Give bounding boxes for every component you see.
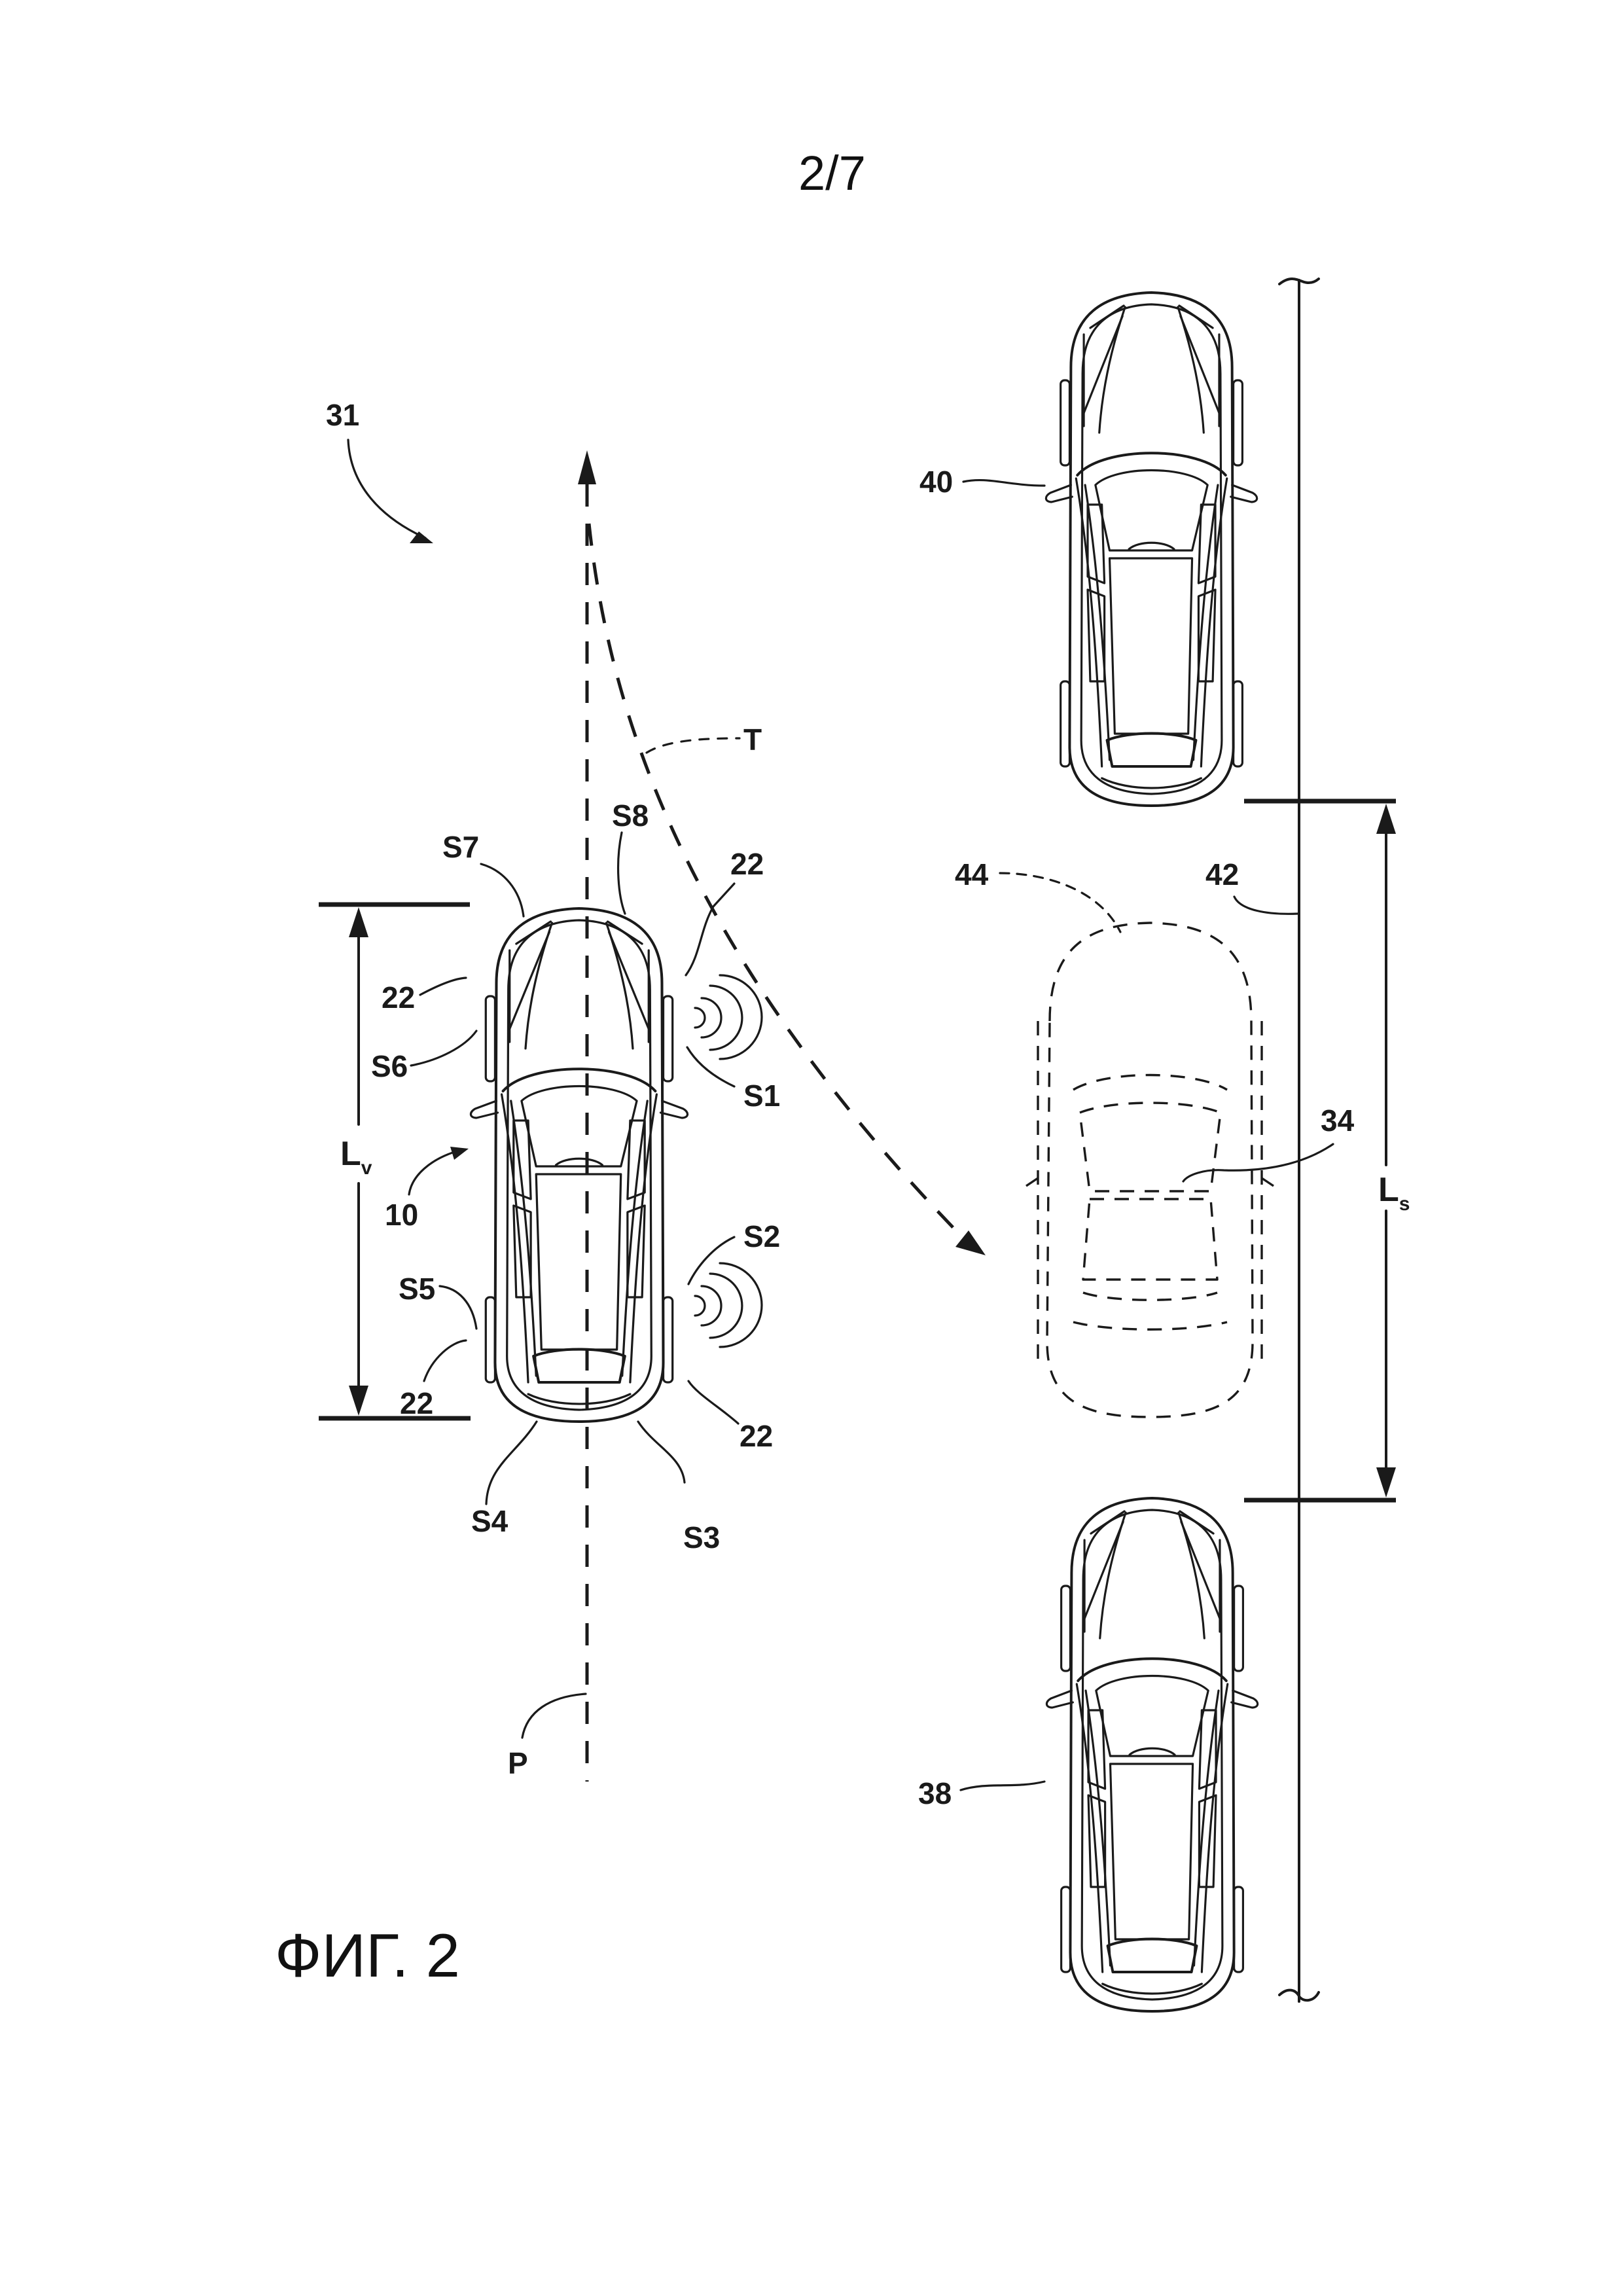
sensor-label-s2: S2: [743, 1219, 780, 1253]
vehicle-label-38: 38: [918, 1776, 952, 1810]
curb-top-break-icon: [1278, 278, 1320, 285]
sensor-s8-leader: [616, 831, 626, 915]
path-p-leader: [521, 1693, 587, 1739]
vehicle-length-symbol: L: [340, 1135, 361, 1173]
vehicle-label-10: 10: [385, 1198, 418, 1232]
mirror-22-rear-right-leader: [687, 1380, 740, 1425]
target-position-label-44: 44: [955, 857, 989, 891]
ls-arrowhead-up-icon: [1376, 804, 1396, 834]
vehicle-label-40: 40: [919, 465, 953, 499]
sensor-label-s7: S7: [442, 830, 479, 864]
vehicle-38-leader: [959, 1780, 1046, 1791]
mirror-label-22-front-right: 22: [730, 847, 764, 881]
mirror-22-front-right-leader: [685, 882, 736, 977]
target-position-44: [1026, 922, 1274, 1418]
sensor-label-s3: S3: [683, 1520, 720, 1554]
curb-label-42: 42: [1205, 857, 1239, 891]
path-label-p: P: [508, 1746, 528, 1780]
lv-arrowhead-up-icon: [349, 907, 368, 937]
vehicle-length-label: Lv: [340, 1135, 372, 1179]
trajectory-t-leader: [645, 737, 741, 754]
ls-arrowhead-down-icon: [1376, 1467, 1396, 1498]
sensor-waves-s2-icon: [694, 1262, 763, 1348]
parking-space-label-34: 34: [1321, 1103, 1355, 1138]
space-length-symbol: L: [1378, 1171, 1399, 1209]
vehicle-38: [1045, 1497, 1259, 2013]
sensor-label-s8: S8: [612, 798, 649, 833]
sensor-label-s6: S6: [371, 1049, 408, 1083]
space-length-subscript: s: [1399, 1193, 1410, 1215]
sensor-s1-leader: [686, 1046, 736, 1088]
figure-caption: ФИГ. 2: [275, 1921, 460, 1990]
sensor-waves-s1-icon: [694, 974, 763, 1060]
vehicle-40-leader: [962, 478, 1046, 487]
sensor-label-s5: S5: [399, 1272, 435, 1306]
sensor-s5-leader: [438, 1285, 478, 1330]
curb-42-leader: [1233, 895, 1299, 915]
sensor-s2-leader: [687, 1236, 736, 1285]
sensor-label-s4: S4: [471, 1504, 508, 1538]
lv-arrowhead-down-icon: [349, 1386, 368, 1416]
vehicle-40: [1044, 291, 1258, 807]
parking-space-34-leader: [1182, 1143, 1334, 1183]
target-position-44-leader: [999, 872, 1122, 933]
space-length-label: Ls: [1378, 1171, 1410, 1215]
sensor-s7-leader: [480, 863, 525, 918]
ref-31-leader: [347, 439, 427, 539]
sheet-number: 2/7: [798, 146, 866, 200]
vehicle-10: [471, 908, 687, 1422]
trajectory-t-curve: [587, 523, 970, 1245]
sensor-s3-leader: [637, 1420, 686, 1484]
vehicle-length-subscript: v: [361, 1157, 372, 1179]
mirror-label-22-rear-left: 22: [400, 1386, 433, 1420]
sensor-label-s1: S1: [743, 1079, 780, 1113]
vehicle-10-arrowhead-icon: [450, 1147, 469, 1160]
ref-31-arrowhead-icon: [410, 531, 433, 543]
path-arrowhead-icon: [578, 450, 596, 484]
mirror-label-22-front-left: 22: [382, 980, 415, 1014]
sensor-s6-leader: [410, 1030, 478, 1067]
ref-label-31: 31: [326, 398, 359, 432]
trajectory-label-t: T: [743, 723, 762, 757]
mirror-label-22-rear-right: 22: [740, 1419, 773, 1453]
mirror-22-rear-left-leader: [423, 1339, 467, 1382]
mirror-22-front-left-leader: [419, 977, 467, 996]
trajectory-arrowhead-icon: [955, 1230, 986, 1255]
sensor-s4-leader: [485, 1420, 538, 1505]
curb-bottom-break-icon: [1278, 1988, 1320, 2002]
